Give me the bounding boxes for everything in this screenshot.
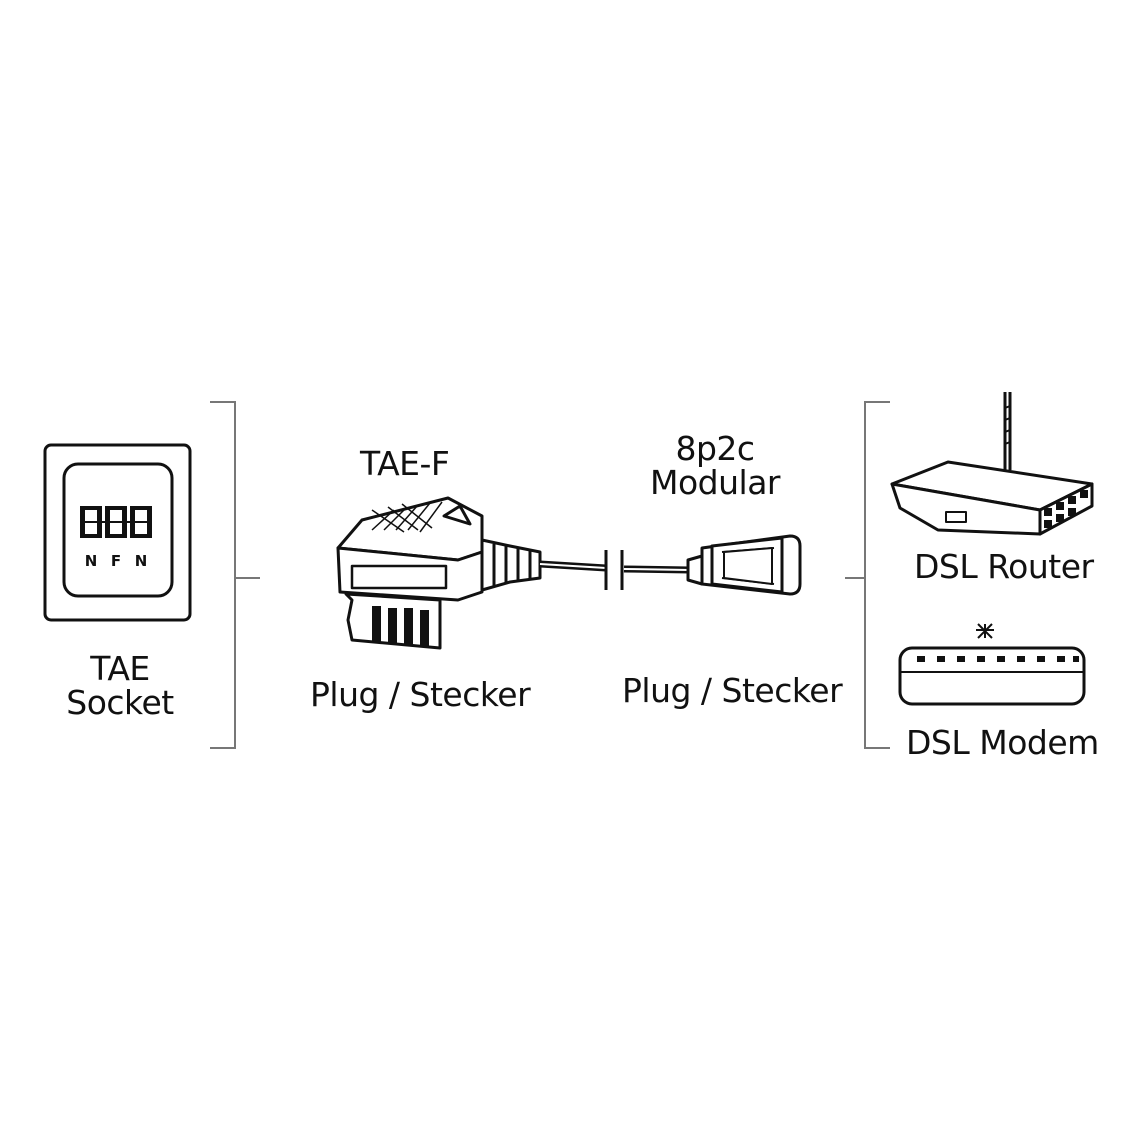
socket-pin-label-n1: N [85, 552, 98, 570]
cable-break-marks [604, 550, 624, 590]
socket-pin-label-n2: N [135, 552, 148, 570]
modular-title-line1: 8p2c [675, 429, 755, 468]
modular-8p2c-plug-icon [686, 534, 802, 596]
tae-plug-caption: Plug / Stecker [310, 675, 531, 714]
tae-socket-icon: N F N [43, 443, 192, 622]
modem-status-leds [917, 656, 1079, 662]
dsl-modem-icon [898, 623, 1086, 706]
tae-socket-label: TAE Socket [40, 652, 200, 720]
tae-f-plug-icon [336, 496, 542, 650]
router-ports [1044, 490, 1088, 528]
dsl-modem-label: DSL Modem [906, 723, 1099, 762]
socket-port-slots [80, 506, 152, 538]
modem-activity-star [976, 623, 994, 639]
tae-f-title: TAE-F [360, 444, 450, 483]
modular-plug-caption: Plug / Stecker [622, 671, 843, 710]
plug-top-hatch [371, 501, 443, 533]
right-bracket [845, 401, 890, 749]
tae-socket-label-line2: Socket [66, 683, 174, 722]
tae-socket-label-line1: TAE [90, 649, 150, 688]
socket-pin-label-f: F [111, 552, 121, 570]
plug-contact-pins [372, 606, 429, 646]
modular-title-line2: Modular [650, 463, 780, 502]
cable [539, 550, 691, 590]
modular-title: 8p2c Modular [640, 432, 790, 500]
left-bracket [210, 401, 260, 749]
dsl-router-label: DSL Router [914, 547, 1094, 586]
dsl-router-icon [890, 392, 1094, 536]
